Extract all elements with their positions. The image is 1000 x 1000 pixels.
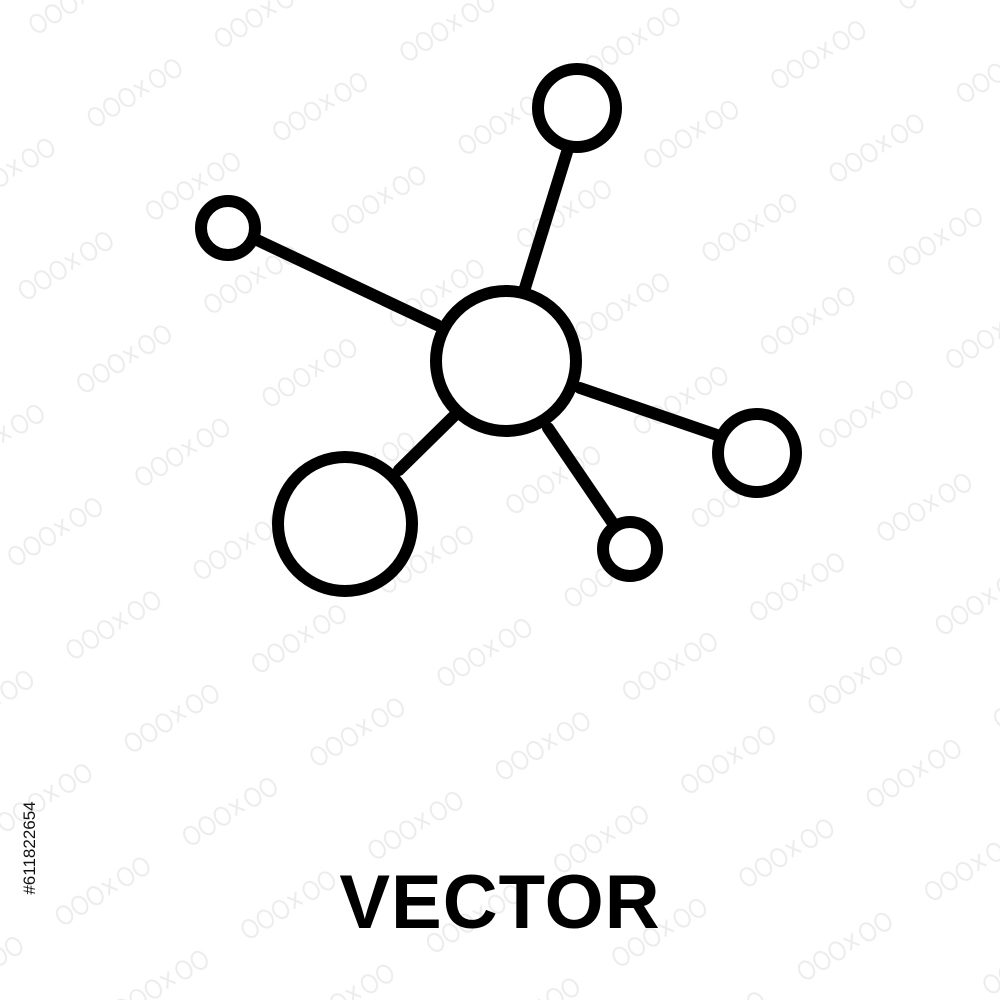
connector-line-bottom-right (542, 422, 618, 528)
stock-id-label: #611822654 (20, 801, 39, 895)
central-node (430, 285, 582, 437)
connector-line-bottom-left (393, 409, 461, 476)
connector-line-right (574, 382, 723, 441)
node-bottom-right (597, 516, 663, 582)
node-top (532, 63, 622, 153)
connector-line-top (519, 146, 573, 294)
node-right (712, 408, 802, 498)
node-left (195, 195, 261, 261)
connector-line-left (251, 234, 443, 331)
vector-caption: VECTOR (339, 860, 661, 945)
node-bottom-left (272, 451, 418, 597)
